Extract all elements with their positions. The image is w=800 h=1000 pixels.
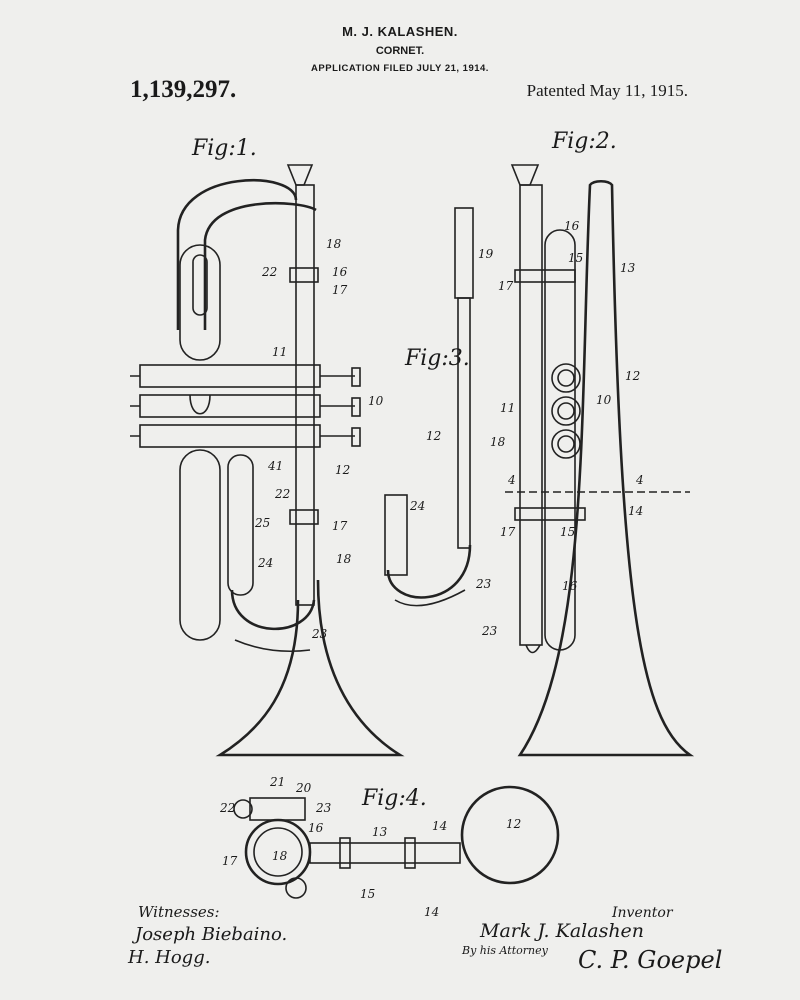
patent-date: Patented May 11, 1915. <box>526 81 688 100</box>
numeral: 24 <box>257 556 273 570</box>
numeral: 12 <box>625 369 640 383</box>
inventor-label: Inventor <box>611 905 674 921</box>
figure-3-slide-tube: Fig:3. <box>384 207 474 607</box>
numeral: 10 <box>596 393 612 407</box>
numeral: 16 <box>308 821 324 835</box>
inventor-signature: Mark J. Kalashen <box>479 920 644 942</box>
witness-signature-1: Joseph Biebaino. <box>131 924 287 945</box>
numeral: 23 <box>475 577 492 591</box>
numeral: 22 <box>274 487 290 501</box>
signature-block: Witnesses: Joseph Biebaino. H. Hogg. Inv… <box>127 903 722 974</box>
numeral: 41 <box>267 459 283 473</box>
numeral: 13 <box>620 261 636 275</box>
patent-number: 1,139,297. <box>130 76 237 103</box>
numeral: 19 <box>478 247 494 261</box>
filing-date: APPLICATION FILED JULY 21, 1914. <box>311 63 489 74</box>
numeral: 17 <box>222 854 238 868</box>
numeral: 12 <box>426 429 441 443</box>
numeral: 22 <box>261 265 277 279</box>
numeral: 14 <box>432 819 447 833</box>
numeral: 11 <box>272 345 287 359</box>
numeral: 17 <box>498 279 514 293</box>
numeral: 18 <box>336 552 352 566</box>
numeral: 18 <box>326 237 342 251</box>
numeral: 15 <box>560 525 575 539</box>
figure-4-cross-section: Fig:4. <box>233 785 560 899</box>
numeral: 23 <box>481 624 498 638</box>
numeral: 4 <box>507 473 516 487</box>
figure-2-cornet-front: Fig:2. <box>505 129 695 757</box>
fig3-label: Fig:3. <box>404 346 470 371</box>
numeral: 16 <box>564 219 580 233</box>
invention-title: CORNET. <box>375 45 425 57</box>
numeral: 17 <box>332 519 348 533</box>
numeral: 18 <box>490 435 506 449</box>
witness-signature-2: H. Hogg. <box>127 947 210 968</box>
attorney-signature: C. P. Goepel <box>578 946 722 974</box>
numeral: 21 <box>269 775 285 789</box>
numeral: 16 <box>562 579 578 593</box>
numeral: 17 <box>332 283 348 297</box>
witnesses-label: Witnesses: <box>138 903 220 921</box>
numeral: 4 <box>635 473 644 487</box>
fig4-label: Fig:4. <box>361 786 427 811</box>
fig1-label: Fig:1. <box>191 136 257 161</box>
numeral: 14 <box>628 504 643 518</box>
numeral: 20 <box>295 781 312 795</box>
numeral: 12 <box>506 817 521 831</box>
numeral: 25 <box>254 516 270 530</box>
numeral: 24 <box>409 499 425 513</box>
numeral: 22 <box>219 801 235 815</box>
attorney-label: By his Attorney <box>461 944 549 957</box>
numeral: 11 <box>500 401 515 415</box>
numeral: 15 <box>568 251 583 265</box>
numeral: 14 <box>424 905 439 919</box>
reference-numerals: 18 22 16 17 11 10 41 12 22 17 25 24 18 2… <box>219 219 644 919</box>
numeral: 18 <box>272 849 288 863</box>
numeral: 15 <box>360 887 375 901</box>
numeral: 12 <box>335 463 350 477</box>
fig2-label: Fig:2. <box>551 129 617 154</box>
numeral: 10 <box>368 394 384 408</box>
inventor-name: M. J. KALASHEN. <box>342 24 458 39</box>
numeral: 16 <box>332 265 348 279</box>
numeral: 13 <box>372 825 388 839</box>
numeral: 23 <box>311 627 328 641</box>
numeral: 17 <box>500 525 516 539</box>
numeral: 23 <box>315 801 332 815</box>
figure-1-cornet-side: Fig:1. <box>130 136 405 757</box>
